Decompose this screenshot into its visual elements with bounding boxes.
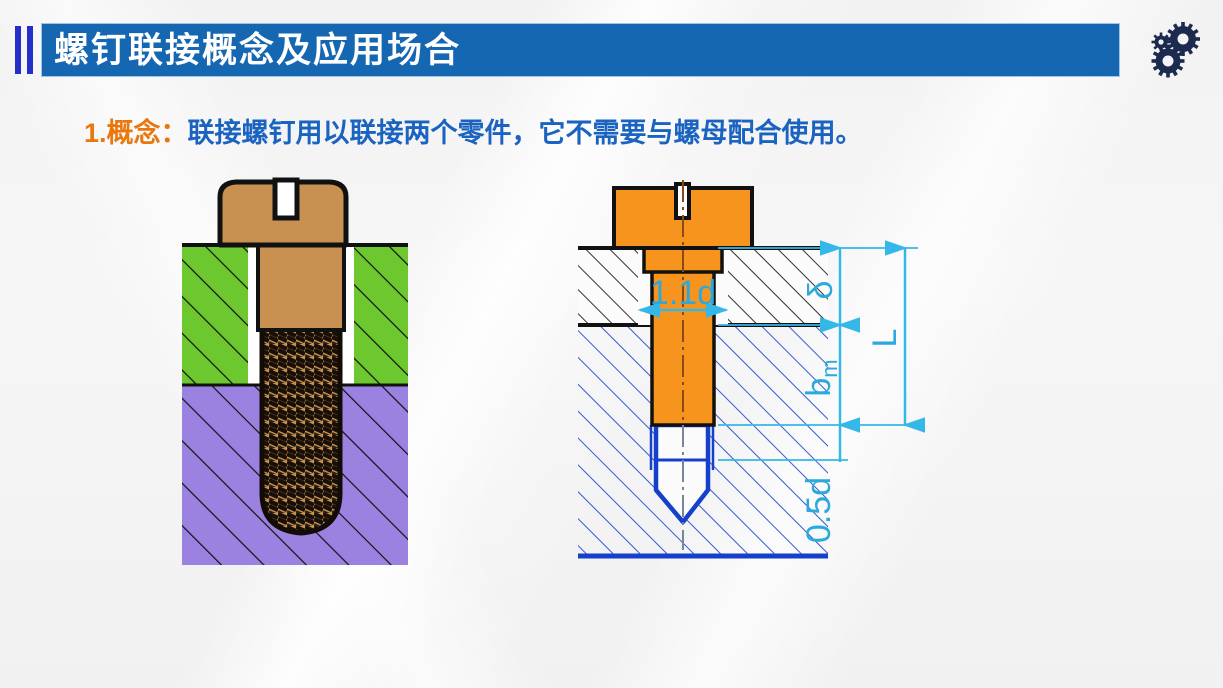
head-slot: [272, 177, 300, 221]
header-accent-bar-2: [27, 26, 33, 74]
dimension-delta-label: δ: [802, 281, 840, 300]
dimension-L-label: L: [866, 329, 904, 348]
figure-screw-technical: 1.1d δ bm 0.5d L: [578, 170, 928, 570]
header-accent-bar-1: [15, 26, 21, 74]
screw-threaded-portion: [259, 322, 343, 536]
title-bar: 螺钉联接概念及应用场合: [41, 23, 1120, 77]
dimension-chain-left: δ bm 0.5d: [800, 240, 860, 543]
dimension-L: L: [866, 240, 925, 433]
dimension-1-1d: 1.1d: [637, 274, 729, 318]
dimension-bm-label: bm: [800, 359, 842, 396]
header-accent-bars: [15, 26, 33, 74]
concept-label: 1.概念：: [84, 118, 188, 148]
dimension-1-1d-label: 1.1d: [650, 274, 716, 312]
gears-icon: [1148, 20, 1200, 78]
slotted-screw-head: [217, 177, 349, 248]
concept-line: 1.概念：联接螺钉用以联接两个零件，它不需要与螺母配合使用。: [84, 120, 863, 147]
concept-text: 联接螺钉用以联接两个零件，它不需要与螺母配合使用。: [187, 118, 863, 148]
page-title: 螺钉联接概念及应用场合: [54, 30, 462, 70]
dimension-05d-label: 0.5d: [800, 477, 838, 543]
figure-screw-pictorial: [170, 175, 432, 565]
